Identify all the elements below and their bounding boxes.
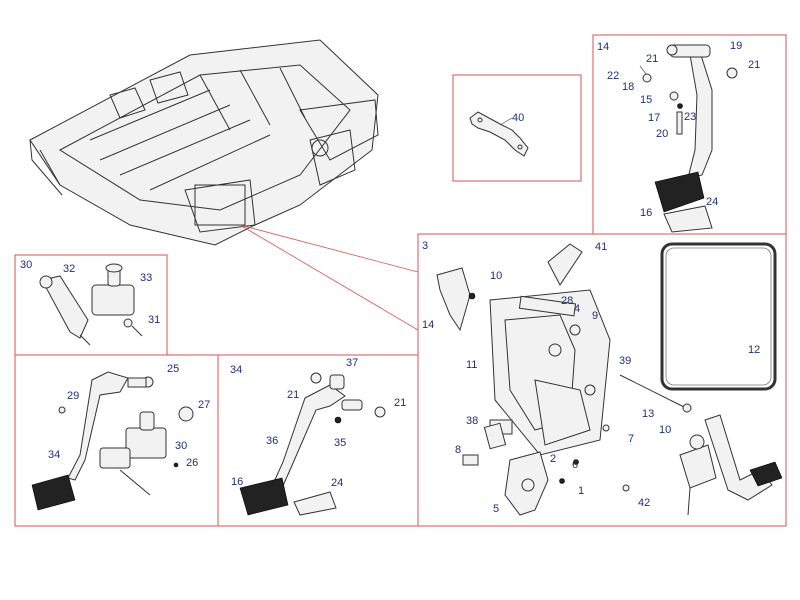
panel-label-master-cylinder: 30 bbox=[20, 259, 32, 271]
vehicle-floor-illustration bbox=[29, 39, 379, 246]
seal-ring-part-12 bbox=[660, 242, 777, 391]
callout-10: 10 bbox=[659, 424, 671, 436]
callout-21: 21 bbox=[394, 397, 406, 409]
callout-16: 16 bbox=[231, 476, 243, 488]
callout-12: 12 bbox=[748, 344, 760, 356]
callout-36: 36 bbox=[266, 435, 278, 447]
panel-label-clutch-assembly: 34 bbox=[230, 364, 242, 376]
callout-20: 20 bbox=[656, 128, 668, 140]
callout-7: 7 bbox=[628, 433, 634, 445]
callout-40: 40 bbox=[512, 112, 524, 124]
clutch-pedal-left bbox=[31, 371, 194, 511]
callout-22: 22 bbox=[607, 70, 619, 82]
callout-14: 14 bbox=[422, 319, 434, 331]
pedal-box-assembly bbox=[436, 243, 783, 516]
callout-38: 38 bbox=[466, 415, 478, 427]
callout-30: 30 bbox=[175, 440, 187, 452]
panel-frame-bracket-40 bbox=[452, 74, 582, 182]
callout-24: 24 bbox=[706, 196, 718, 208]
callout-25: 25 bbox=[167, 363, 179, 375]
callout-11: 11 bbox=[466, 359, 477, 371]
master-cylinder-detail bbox=[39, 263, 143, 346]
callout-8: 8 bbox=[455, 444, 461, 456]
callout-31: 31 bbox=[148, 314, 160, 326]
callout-37: 37 bbox=[346, 357, 358, 369]
callout-10: 10 bbox=[490, 270, 502, 282]
brake-pedal-detail bbox=[639, 44, 738, 233]
callout-5: 5 bbox=[493, 503, 499, 515]
callout-2: 2 bbox=[550, 453, 556, 465]
callout-6: 6 bbox=[572, 459, 578, 471]
panel-label-brake-pedal: 14 bbox=[597, 41, 609, 53]
callout-17: 17 bbox=[648, 112, 660, 124]
bracket-part-40 bbox=[469, 111, 529, 157]
callout-23: 23 bbox=[684, 111, 696, 123]
callout-33: 33 bbox=[140, 272, 152, 284]
callout-41: 41 bbox=[595, 241, 607, 253]
callout-27: 27 bbox=[198, 399, 210, 411]
callout-24: 24 bbox=[331, 477, 343, 489]
callout-9: 9 bbox=[592, 310, 598, 322]
callout-35: 35 bbox=[334, 437, 346, 449]
callout-4: 4 bbox=[574, 303, 580, 315]
panel-frame-clutch-assembly bbox=[217, 354, 419, 527]
callout-34: 34 bbox=[48, 449, 60, 461]
callout-21: 21 bbox=[748, 59, 760, 71]
callout-26: 26 bbox=[186, 457, 198, 469]
panel-label-pedal-box: 3 bbox=[422, 240, 428, 252]
callout-16: 16 bbox=[640, 207, 652, 219]
callout-32: 32 bbox=[63, 263, 75, 275]
callout-13: 13 bbox=[642, 408, 654, 420]
panel-frame-master-cylinder bbox=[14, 254, 168, 356]
callout-15: 15 bbox=[640, 94, 652, 106]
callout-1: 1 bbox=[578, 485, 584, 497]
callout-21: 21 bbox=[287, 389, 299, 401]
clutch-assembly-detail bbox=[239, 372, 386, 516]
callout-labels: 3 14 30 34 40 21 19 21 22 18 15 17 23 20… bbox=[20, 40, 760, 515]
callout-28: 28 bbox=[561, 295, 573, 307]
callout-29: 29 bbox=[67, 390, 79, 402]
callout-42: 42 bbox=[638, 497, 650, 509]
explode-guide-lines bbox=[239, 224, 419, 331]
callout-21: 21 bbox=[646, 53, 658, 65]
callout-18: 18 bbox=[622, 81, 634, 93]
callout-19: 19 bbox=[730, 40, 742, 52]
callout-39: 39 bbox=[619, 355, 631, 367]
